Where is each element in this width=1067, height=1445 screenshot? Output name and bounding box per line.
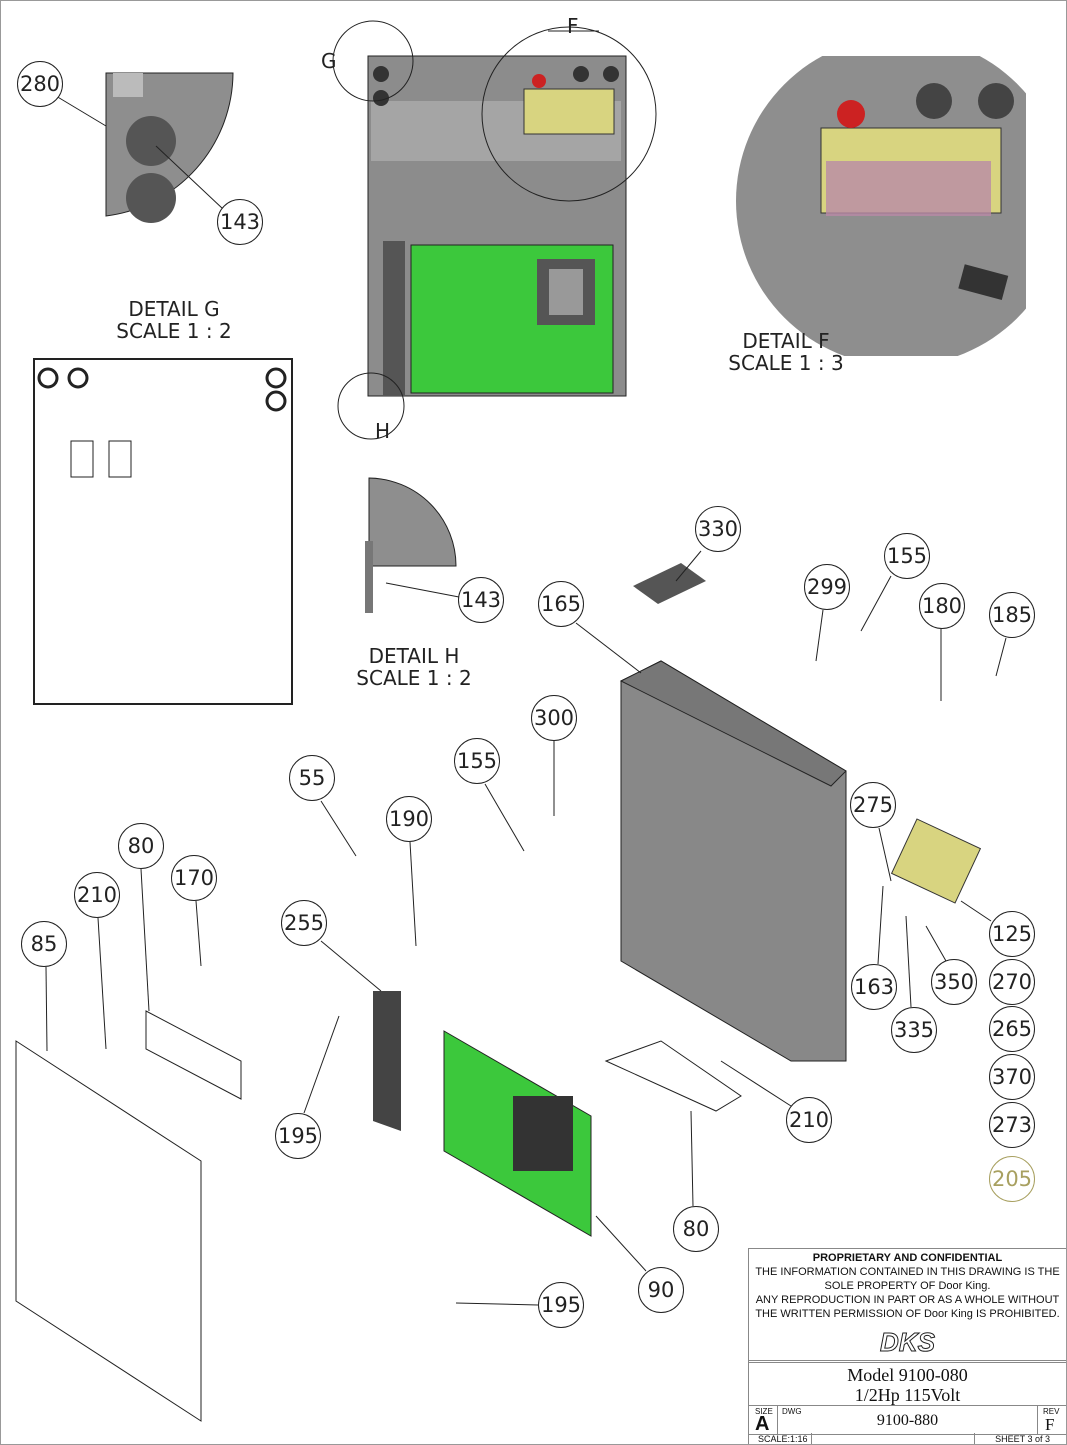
balloon: 265: [989, 1006, 1035, 1052]
notice-line: SOLE PROPERTY OF Door King.: [824, 1280, 991, 1292]
detail-h-title: DETAIL H: [368, 644, 460, 668]
detail-f-circle: [481, 26, 657, 202]
balloon: 300: [531, 695, 577, 741]
balloon: 195: [275, 1113, 321, 1159]
balloon: 210: [786, 1097, 832, 1143]
balloon: 275: [850, 782, 896, 828]
rev-label: REV: [1043, 1407, 1060, 1416]
confidentiality-notice: PROPRIETARY AND CONFIDENTIAL THE INFORMA…: [749, 1249, 1066, 1361]
balloon: 143: [458, 577, 504, 623]
exploded-terminal-strip: [373, 991, 401, 1131]
dks-logo: DKS: [880, 1327, 936, 1358]
balloon: 143: [217, 199, 263, 245]
balloon: 190: [386, 796, 432, 842]
balloon: 195: [538, 1282, 584, 1328]
detail-h-scale: SCALE 1 : 2: [356, 666, 472, 690]
detail-f-title: DETAIL F: [742, 329, 830, 353]
balloon: 370: [989, 1054, 1035, 1100]
dwg-number: 9100-880: [876, 1412, 939, 1429]
detail-h-circle: [337, 372, 405, 440]
back-plate-view: [33, 358, 293, 705]
balloon: 350: [931, 959, 977, 1005]
view-letter-f: F: [567, 14, 579, 38]
balloon: 270: [989, 959, 1035, 1005]
balloon: 299: [804, 564, 850, 610]
notice-line: THE INFORMATION CONTAINED IN THIS DRAWIN…: [755, 1266, 1060, 1278]
model-spec: 1/2Hp 115Volt: [854, 1385, 961, 1405]
balloon: 163: [851, 964, 897, 1010]
balloon: 155: [454, 738, 500, 784]
exploded-plate-80: [145, 1010, 242, 1100]
detail-f-view: [736, 56, 1026, 356]
balloon: 255: [281, 900, 327, 946]
balloon: 80: [673, 1206, 719, 1252]
balloon: 210: [74, 872, 120, 918]
balloon: 125: [989, 911, 1035, 957]
detail-g-title: DETAIL G: [128, 297, 220, 321]
balloon: 165: [538, 581, 584, 627]
balloon: 90: [638, 1267, 684, 1313]
model-info: Model 9100-080 1/2Hp 115Volt: [749, 1362, 1066, 1405]
balloon: 55: [289, 755, 335, 801]
detail-g-circle: [332, 20, 414, 102]
main-view-enclosure: [367, 55, 627, 397]
scale-value: SCALE:1:16: [758, 1434, 808, 1444]
title-block: PROPRIETARY AND CONFIDENTIAL THE INFORMA…: [748, 1248, 1066, 1444]
balloon: 155: [884, 533, 930, 579]
confidentiality-heading: PROPRIETARY AND CONFIDENTIAL: [812, 1252, 1003, 1264]
exploded-plate-80b: [604, 1040, 742, 1112]
balloon: 85: [21, 921, 67, 967]
detail-h-view: [365, 477, 457, 613]
exploded-cover: [15, 1040, 202, 1422]
detail-g-scale: SCALE 1 : 2: [116, 319, 232, 343]
exploded-enclosure: [619, 660, 847, 1062]
scale-sheet-row: SCALE:1:16 SHEET 3 of 3: [749, 1433, 1066, 1444]
size-value: A: [755, 1413, 770, 1435]
exploded-transformer: [513, 1096, 573, 1171]
detail-f-scale: SCALE 1 : 3: [728, 351, 844, 375]
leader-lines: [45, 30, 1007, 1306]
balloon: 80: [118, 823, 164, 869]
detail-g-view: [105, 72, 234, 223]
exploded-terminal-block: [890, 818, 982, 904]
balloon: 185: [989, 592, 1035, 638]
rev-value: F: [1045, 1415, 1055, 1434]
balloon: 280: [17, 61, 63, 107]
model-number: Model 9100-080: [847, 1365, 968, 1385]
drawing-number-row: SIZE A DWG 9100-880 REV F: [749, 1405, 1066, 1435]
notice-line: ANY REPRODUCTION IN PART OR AS A WHOLE W…: [755, 1294, 1060, 1306]
sheet-number: SHEET 3 of 3: [995, 1434, 1050, 1444]
dwg-label: DWG: [782, 1407, 802, 1416]
size-label: SIZE: [755, 1407, 773, 1416]
balloon: 335: [891, 1007, 937, 1053]
view-letter-g: G: [321, 49, 337, 73]
balloon: 330: [695, 506, 741, 552]
balloon: 170: [171, 855, 217, 901]
notice-line: THE WRITTEN PERMISSION OF Door King IS P…: [755, 1308, 1060, 1320]
balloon-highlighted: 205: [989, 1156, 1035, 1202]
balloon: 273: [989, 1102, 1035, 1148]
balloon: 180: [919, 583, 965, 629]
exploded-part-330: [633, 563, 706, 604]
view-letter-h: H: [375, 419, 391, 443]
